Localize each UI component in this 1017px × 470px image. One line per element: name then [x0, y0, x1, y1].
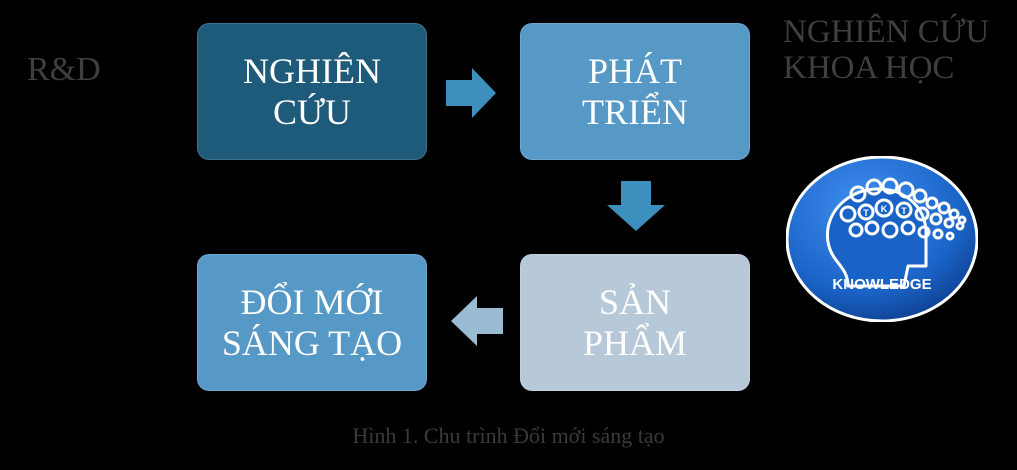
- rd-label: R&D: [27, 51, 101, 88]
- development-box: PHÁT TRIỂN: [520, 23, 750, 160]
- figure-caption: Hình 1. Chu trình Đổi mới sáng tạo: [352, 423, 665, 448]
- research-box: NGHIÊN CỨU: [197, 23, 427, 160]
- knowledge-head-icon: T K T KNOWLEDGE: [786, 156, 978, 322]
- gear-letter: T: [863, 208, 869, 218]
- product-box: SẢN PHẨM: [520, 254, 750, 391]
- scientific-research-label: NGHIÊN CỨU KHOA HỌC: [783, 14, 990, 86]
- left-arrow-icon: [451, 296, 503, 346]
- innovation-box: ĐỔI MỚI SÁNG TẠO: [197, 254, 427, 391]
- gear-letter: T: [901, 206, 907, 216]
- gear-letter: K: [881, 204, 888, 214]
- right-arrow-icon: [446, 68, 496, 118]
- knowledge-text: KNOWLEDGE: [832, 276, 931, 293]
- down-arrow-icon: [607, 181, 665, 231]
